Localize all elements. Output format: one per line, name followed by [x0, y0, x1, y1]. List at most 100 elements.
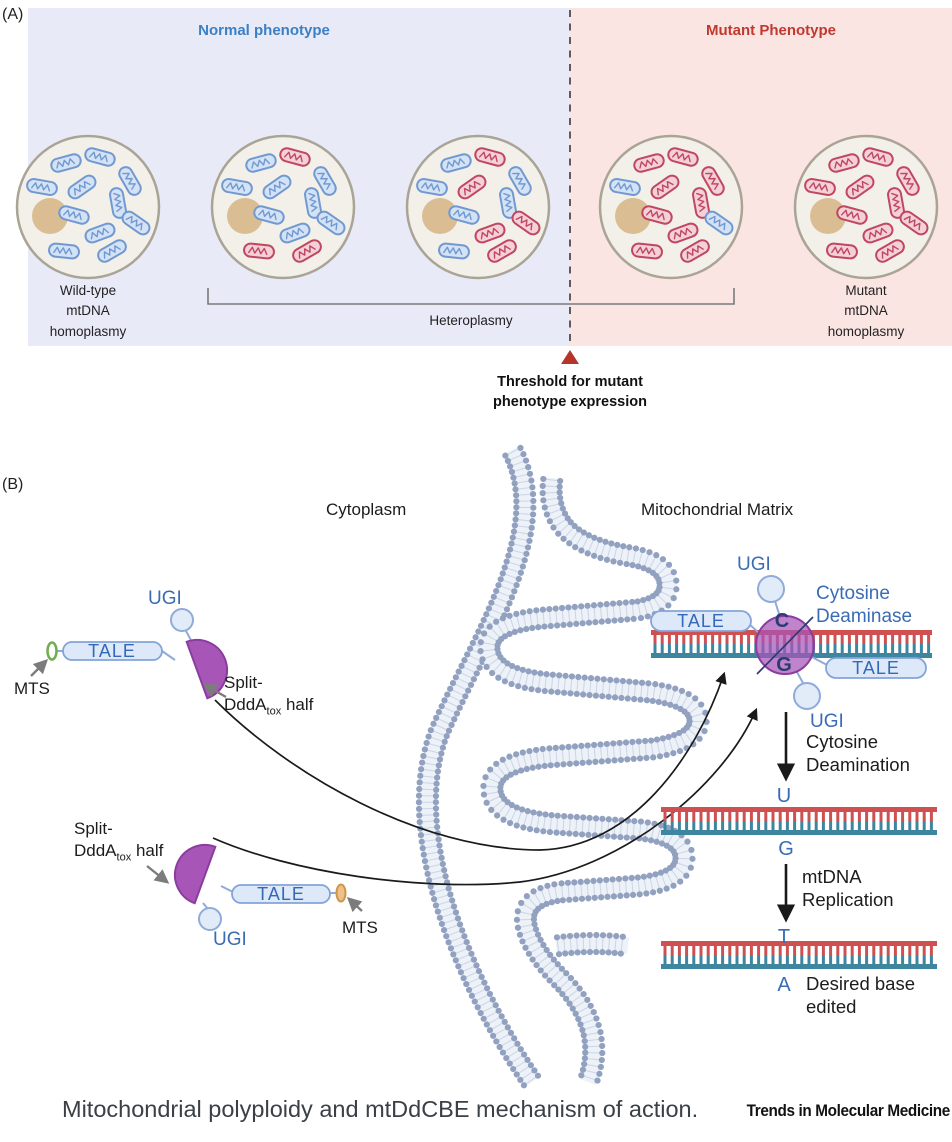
split-ddda-half — [185, 639, 229, 700]
mutant-mitochondrion — [899, 210, 929, 236]
cell-hetero-mid — [405, 134, 551, 280]
base-g-complex: G — [776, 654, 792, 676]
cell-hetero-high — [598, 134, 744, 280]
wildtype-mitochondrion — [26, 178, 58, 196]
split-ddda-half — [173, 844, 217, 905]
ugi-stem — [774, 600, 781, 618]
cell-wild-type — [15, 134, 161, 280]
mutant-mitochondrion — [828, 153, 860, 173]
wildtype-mitochondrion — [84, 147, 116, 167]
split-ddda-label-upper: Split-DddAtox half — [224, 672, 313, 718]
ugi-label-complex-top: UGI — [737, 554, 771, 575]
mutant-mitochondrion — [633, 153, 665, 173]
wildtype-mitochondrion — [448, 205, 480, 225]
mutant-mitochondrion — [667, 147, 699, 167]
wildtype-mitochondrion — [253, 205, 285, 225]
mts-tag-orange — [335, 883, 347, 903]
wildtype-mitochondrion — [438, 242, 470, 260]
inner-membrane-cristae — [477, 475, 710, 1085]
base-t: T — [777, 926, 791, 948]
outer-membrane — [415, 444, 542, 1089]
base-u: U — [776, 785, 792, 807]
wildtype-mitochondrion — [499, 187, 517, 219]
wildtype-mitochondrion — [416, 178, 448, 196]
ugi-domain — [793, 682, 821, 710]
mutant-mitochondrion — [474, 222, 506, 244]
panel-a-tag: (A) — [2, 6, 24, 23]
ugi-domain — [198, 907, 222, 931]
mutant-mitochondrion — [896, 166, 920, 196]
import-arrow-top — [214, 671, 727, 851]
split-post: half — [131, 841, 164, 861]
heteroplasmy-label: Heteroplasmy — [429, 313, 513, 328]
editing-complex — [650, 575, 927, 710]
mtdna-replication-label: mtDNA Replication — [802, 866, 894, 910]
mutant-mitochondrion — [804, 178, 836, 196]
wildtype-mitochondrion — [316, 210, 346, 236]
mutant-mitochondrion — [836, 205, 868, 225]
nucleus — [810, 198, 846, 234]
desired-base-edited-label: Desired base edited — [806, 973, 916, 1017]
wildtype-mitochondrion — [58, 205, 90, 225]
dna-strands-layer — [651, 630, 937, 969]
panel-b-tag: (B) — [2, 476, 24, 493]
wildtype-mitochondrion — [304, 187, 322, 219]
mts-label-lower: MTS — [342, 918, 378, 937]
tale-link — [811, 656, 828, 666]
wildtype-mitochondrion — [221, 178, 253, 196]
nucleus — [227, 198, 263, 234]
mutant-mitochondrion — [511, 210, 541, 236]
mutant-mitochondrion — [692, 187, 710, 219]
mutant-mitochondrion — [826, 242, 858, 260]
cell-hetero-low — [210, 134, 356, 280]
tale-box — [825, 657, 927, 679]
wild-type-cell-label: Wild-type mtDNA homoplasmy — [49, 283, 127, 339]
split-ddda-label-lower: Split-DddAtox half — [74, 818, 164, 863]
mts-pointer-arrow — [30, 658, 49, 677]
cytoplasm-label: Cytoplasm — [326, 500, 407, 519]
split-pointer-arrow — [146, 865, 170, 884]
tale-link — [161, 650, 176, 661]
split-line1: Split- — [224, 673, 263, 692]
cell-mutant — [793, 134, 939, 280]
mutant-phenotype-label: Mutant Phenotype — [706, 22, 836, 39]
wildtype-mitochondrion — [84, 222, 116, 244]
deaminase-slash — [756, 616, 814, 675]
wildtype-mitochondrion — [440, 153, 472, 173]
wildtype-mitochondrion — [48, 242, 80, 260]
wildtype-mitochondrion — [245, 153, 277, 173]
tale-link — [220, 885, 234, 893]
base-c: C — [774, 610, 790, 632]
mutant-mitochondrion — [243, 242, 275, 260]
ugi-domain — [170, 608, 194, 632]
base-g-strand: G — [778, 838, 794, 860]
mutant-mitochondrion — [875, 239, 905, 263]
wildtype-mitochondrion — [609, 178, 641, 196]
mutant-mitochondrion — [641, 205, 673, 225]
split-line1: Split- — [74, 819, 113, 838]
mutant-mitochondrion — [279, 147, 311, 167]
mutant-mitochondrion — [650, 174, 680, 200]
mutant-mitochondrion — [701, 166, 725, 196]
wildtype-mitochondrion — [97, 239, 127, 263]
mtddcbe-construct-upper — [30, 608, 229, 700]
base-a: A — [777, 974, 791, 996]
cytosine-deamination-label: Cytosine Deamination — [806, 731, 910, 775]
mutant-cell-label: Mutant mtDNA homoplasmy — [827, 283, 905, 339]
heteroplasmy-bracket — [207, 288, 735, 305]
wildtype-mitochondrion — [279, 222, 311, 244]
mutant-mitochondrion — [487, 239, 517, 263]
split-pre: DddA — [74, 841, 117, 861]
split-sub: tox — [266, 705, 282, 718]
tale-box — [650, 610, 752, 632]
journal-name: Trends in Molecular Medicine — [746, 1101, 951, 1120]
figure-caption: Mitochondrial polyploidy and mtDdCBE mec… — [62, 1096, 699, 1122]
mutant-mitochondrion — [680, 239, 710, 263]
mutant-mitochondrion — [474, 147, 506, 167]
panel-a — [15, 8, 952, 364]
dna-strand — [661, 807, 937, 835]
cytosine-deaminase-label: Cytosine Deaminase — [816, 583, 913, 627]
wildtype-mitochondrion — [313, 166, 337, 196]
